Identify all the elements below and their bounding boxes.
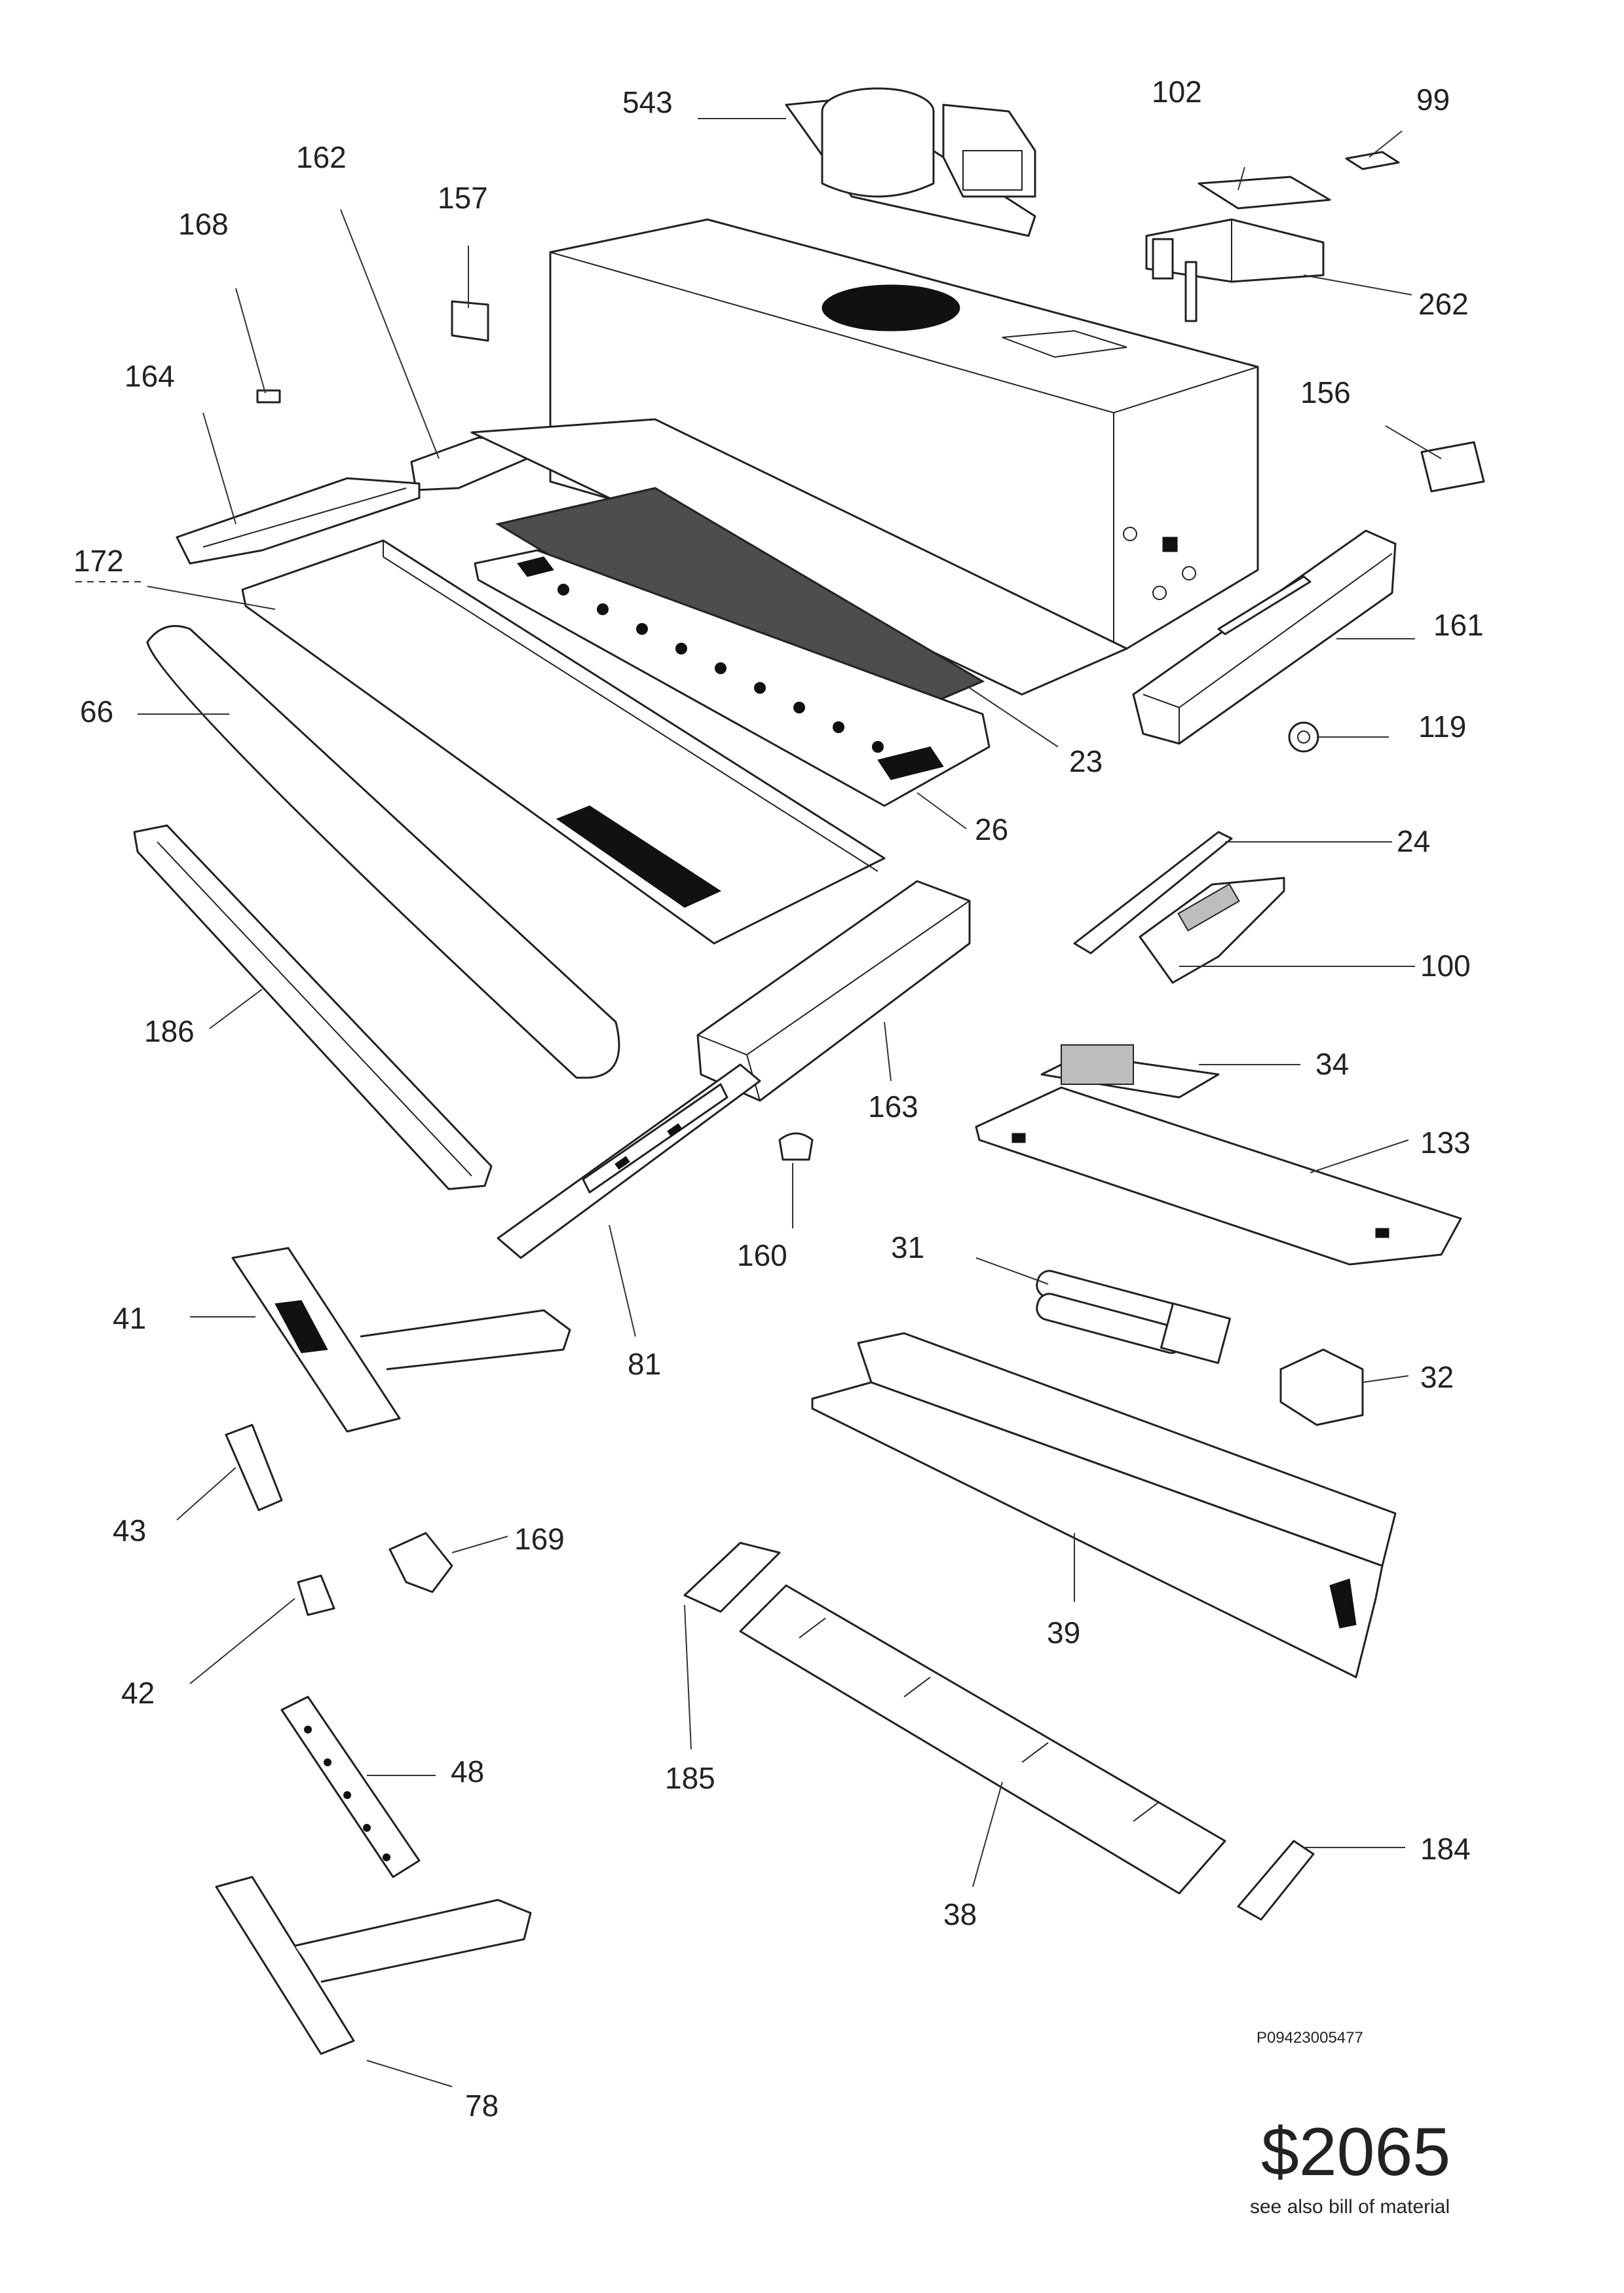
label-133: 133 — [1420, 1126, 1471, 1160]
part-31-drawing — [1036, 1270, 1232, 1364]
footer: P09423005477 $2065 see also bill of mate… — [1250, 2029, 1450, 2218]
label-31: 31 — [891, 1230, 924, 1264]
part-24-drawing — [1073, 831, 1233, 955]
price: $2065 — [1261, 2114, 1450, 2190]
part-186-drawing — [133, 824, 493, 1190]
label-168: 168 — [178, 207, 229, 241]
part-169-drawing — [388, 1532, 453, 1593]
label-81: 81 — [628, 1347, 661, 1381]
part-156-drawing — [1420, 441, 1485, 493]
part-168-drawing — [256, 389, 281, 404]
label-102: 102 — [1152, 75, 1202, 109]
part-157-drawing — [451, 300, 489, 342]
label-32: 32 — [1420, 1360, 1454, 1394]
label-41: 41 — [113, 1301, 146, 1335]
part-66-drawing — [146, 625, 620, 1079]
label-262: 262 — [1418, 287, 1469, 321]
part-42-drawing — [297, 1574, 335, 1616]
part-102-drawing — [1198, 176, 1331, 210]
main-housing-drawing — [470, 218, 1259, 696]
part-43-drawing — [225, 1424, 283, 1511]
label-39: 39 — [1047, 1616, 1080, 1650]
label-161: 161 — [1433, 608, 1484, 642]
label-99: 99 — [1416, 83, 1450, 117]
label-164: 164 — [124, 359, 175, 393]
part-184-drawing — [1237, 1840, 1315, 1921]
label-156: 156 — [1300, 375, 1351, 409]
part-34-drawing — [1040, 1044, 1220, 1099]
part-163-drawing — [696, 880, 971, 1102]
document-code: P09423005477 — [1256, 2029, 1363, 2047]
part-133-drawing — [975, 1086, 1462, 1266]
label-157: 157 — [438, 181, 488, 215]
part-48-drawing — [280, 1696, 421, 1878]
part-262-drawing — [1145, 218, 1325, 322]
label-78: 78 — [465, 2089, 499, 2123]
part-160-drawing — [778, 1132, 814, 1161]
label-43: 43 — [113, 1513, 146, 1547]
label-186: 186 — [144, 1014, 195, 1048]
part-164-drawing — [176, 477, 421, 565]
label-100: 100 — [1420, 949, 1471, 983]
part-81-drawing — [497, 1063, 761, 1259]
part-99-drawing — [1345, 151, 1400, 170]
label-162: 162 — [296, 140, 347, 174]
label-42: 42 — [121, 1676, 155, 1710]
label-172: 172 — [73, 544, 124, 578]
label-163: 163 — [868, 1090, 918, 1124]
label-34: 34 — [1315, 1047, 1349, 1081]
part-41-drawing — [231, 1247, 571, 1433]
label-26: 26 — [975, 812, 1008, 846]
part-78-drawing — [215, 1876, 532, 2055]
part-100-drawing — [1139, 877, 1285, 984]
label-66: 66 — [80, 694, 113, 729]
label-119: 119 — [1418, 710, 1466, 744]
label-185: 185 — [665, 1761, 715, 1795]
leader-lines — [75, 118, 1442, 2087]
part-32-drawing — [1279, 1348, 1364, 1426]
label-24: 24 — [1397, 824, 1430, 858]
label-48: 48 — [451, 1754, 484, 1789]
label-38: 38 — [943, 1897, 977, 1931]
part-161-drawing — [1132, 529, 1397, 745]
label-23: 23 — [1069, 744, 1103, 778]
part-38-drawing — [739, 1584, 1226, 1895]
label-160: 160 — [737, 1238, 787, 1272]
bill-of-material-note: see also bill of material — [1250, 2196, 1450, 2218]
part-185-drawing — [683, 1542, 781, 1613]
part-39-drawing — [811, 1332, 1397, 1678]
part-543-drawing — [785, 87, 1036, 237]
part-119-drawing — [1288, 721, 1319, 753]
label-543: 543 — [622, 85, 673, 119]
part-26-drawing — [474, 549, 991, 807]
part-labels: 543 102 99 162 157 168 262 164 156 172 1… — [73, 75, 1484, 2123]
part-172-drawing — [241, 539, 886, 945]
label-169: 169 — [514, 1522, 565, 1556]
label-184: 184 — [1420, 1832, 1471, 1866]
